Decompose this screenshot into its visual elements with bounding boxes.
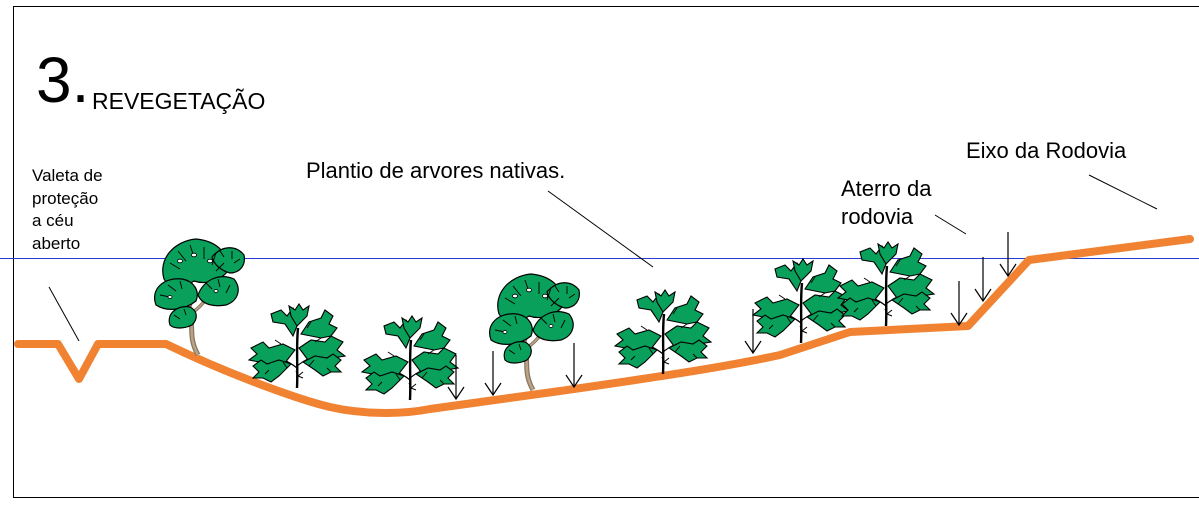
monstera-tree-icon <box>155 239 245 355</box>
sapling-tree-icon <box>613 288 713 376</box>
seeding-arrow-icon <box>484 350 502 396</box>
sapling-tree-icon <box>360 314 460 402</box>
label-eixo: Eixo da Rodovia <box>966 138 1127 163</box>
label-aterro: Aterro da rodovia <box>841 176 932 229</box>
leader-eixo <box>1088 174 1158 210</box>
leader-aterro <box>934 214 967 235</box>
seeding-arrow-icon <box>974 256 992 302</box>
label-valeta: Valeta de proteção a céu aberto <box>32 166 103 253</box>
seeding-arrow-icon <box>565 342 583 388</box>
terrain-profile <box>14 235 1194 417</box>
label-plantio: Plantio de arvores nativas. <box>306 158 566 183</box>
sapling-tree-icon <box>247 302 347 390</box>
leader-plantio <box>547 190 654 268</box>
sapling-tree-icon <box>751 257 851 345</box>
seeding-arrow-icon <box>999 231 1017 277</box>
seeding-arrow-icon <box>950 280 968 326</box>
leader-valeta <box>48 286 80 342</box>
sapling-tree-icon <box>836 240 936 328</box>
monstera-tree-icon <box>490 274 580 390</box>
step-title: REVEGETAÇÃO <box>92 88 266 114</box>
step-number: 3. <box>36 44 90 116</box>
diagram-frame <box>13 6 1199 498</box>
